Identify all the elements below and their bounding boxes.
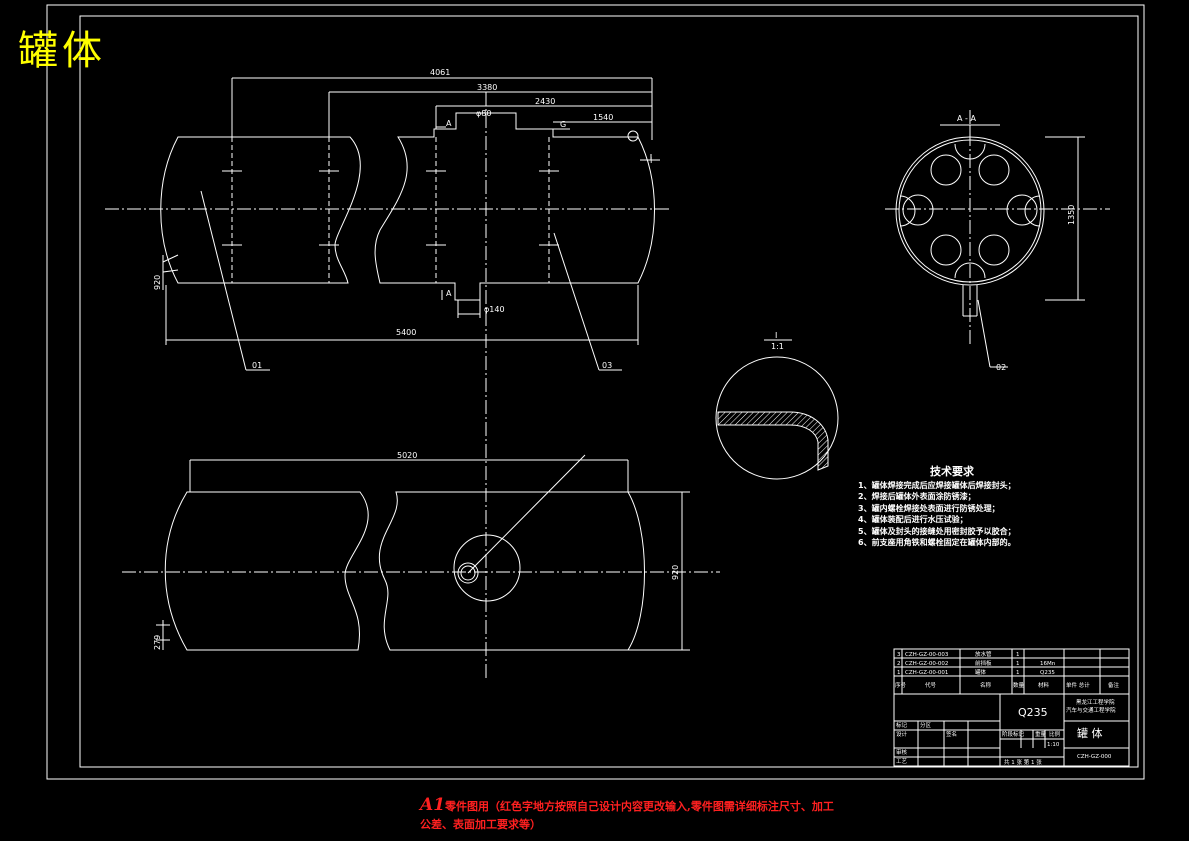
g-mark: G (560, 120, 566, 129)
tb-scale-value: 1:10 (1047, 742, 1060, 748)
tb-head-mat: 材料 (1038, 681, 1050, 689)
tb-row3-no: 3 (897, 652, 901, 658)
tech-item: 6、前支座用角铁和螺栓固定在罐体内部的。 (858, 538, 1016, 547)
tb-school: 黑龙江工程学院 (1076, 698, 1115, 706)
side-view (885, 110, 1110, 368)
dim-920a: 920 (153, 275, 162, 290)
dim-5020: 5020 (397, 451, 417, 460)
tb-sheets: 共 1 张 第 1 张 (1004, 758, 1042, 766)
tb-row2-code: CZH-GZ-00-002 (905, 661, 948, 667)
tb-label-craft: 工艺 (896, 758, 908, 765)
tb-row1-no: 1 (897, 670, 901, 676)
tb-label-design: 设计 (896, 730, 908, 738)
dim-279: 279 (153, 635, 162, 650)
footer-line1: 零件图用（红色字地方按照自己设计内容更改输入,零件图需详细标注尺寸、加工 (445, 800, 834, 813)
tb-material: Q235 (1018, 706, 1048, 719)
tb-row3-qty: 1 (1016, 652, 1020, 658)
dim-d140: φ140 (484, 305, 505, 314)
tb-head-no: 序号 (895, 681, 907, 689)
tb-row1-qty: 1 (1016, 670, 1020, 676)
detail-scale: 1:1 (771, 342, 784, 351)
tech-item: 1、罐体焊接完成后应焊接罐体后焊接封头； (858, 480, 1016, 490)
tb-row2-mat: 16Mn (1040, 661, 1056, 667)
tb-head-note: 备注 (1108, 681, 1120, 689)
tb-row3-name: 放水管 (975, 650, 992, 658)
tech-item: 4、罐体装配后进行水压试验； (858, 515, 968, 524)
sec-a1: A (446, 119, 452, 128)
dim-1540: 1540 (593, 113, 613, 122)
tech-item: 3、罐内螺栓焊接处表面进行防锈处理； (858, 503, 1000, 513)
dim-1350: 1350 (1067, 205, 1076, 225)
title-block (893, 648, 1130, 767)
detail-view (715, 339, 839, 480)
tb-label-stage: 阶段标记 (1002, 730, 1025, 738)
tech-item: 5、罐体及封头的接缝处用密封胶予以胶合； (858, 526, 1016, 536)
dim-920b: 920 (671, 565, 680, 580)
tb-head-weight: 单件 总计 (1066, 681, 1090, 689)
tb-dept: 汽车与交通工程学院 (1066, 706, 1116, 714)
i-mark: I (650, 156, 652, 165)
tb-row3-code: CZH-GZ-00-003 (905, 652, 949, 658)
sec-a3: A - A (957, 114, 976, 123)
top-view (122, 454, 720, 651)
tb-drawing-no: CZH-GZ-000 (1077, 754, 1112, 760)
tb-row2-no: 2 (897, 661, 901, 667)
leader-03: 03 (602, 361, 612, 370)
tb-label-divide: 分区 (920, 721, 932, 729)
dim-2430: 2430 (535, 97, 555, 106)
tb-row1-name: 罐体 (975, 668, 987, 676)
drawing-title: 罐体 (18, 28, 106, 74)
tb-row2-name: 前挡板 (975, 659, 992, 667)
dim-3380: 3380 (477, 83, 497, 92)
tech-requirements: 技术要求 1、罐体焊接完成后应焊接罐体后焊接封头； 2、焊接后罐体外表面涂防锈漆… (858, 466, 1016, 549)
tb-row1-code: CZH-GZ-00-001 (905, 670, 948, 676)
front-view (105, 77, 670, 680)
footer-note: A1零件图用（红色字地方按照自己设计内容更改输入,零件图需详细标注尺寸、加工 公… (420, 796, 960, 834)
tb-label-sign: 签名 (946, 730, 957, 738)
tb-part-name: 罐 体 (1077, 726, 1103, 740)
detail-label: I (775, 331, 777, 340)
footer-a1: A1 (420, 795, 446, 815)
sec-a2: A (446, 289, 452, 298)
tb-label-weight: 重量 (1035, 730, 1047, 738)
tb-row1-mat: Q235 (1040, 670, 1055, 676)
dim-4061: 4061 (430, 68, 450, 77)
footer-line2: 公差、表面加工要求等） (420, 818, 541, 831)
outer-frame (46, 4, 1145, 780)
dim-d80: φ80 (476, 109, 491, 118)
tech-item: 2、焊接后罐体外表面涂防锈漆； (858, 492, 976, 501)
tb-head-code: 代号 (925, 681, 937, 689)
tb-label-scale: 比例 (1049, 730, 1061, 738)
dim-5400: 5400 (396, 328, 416, 337)
tb-row2-qty: 1 (1016, 661, 1020, 667)
inner-frame (79, 15, 1139, 768)
leader-01: 01 (252, 361, 262, 370)
tb-label-mark: 标记 (896, 721, 908, 729)
tech-heading: 技术要求 (930, 465, 974, 478)
tb-label-review: 审核 (896, 748, 908, 756)
tb-head-qty: 数量 (1013, 681, 1025, 689)
tb-head-name: 名称 (980, 681, 992, 689)
leader-02: 02 (996, 363, 1006, 372)
